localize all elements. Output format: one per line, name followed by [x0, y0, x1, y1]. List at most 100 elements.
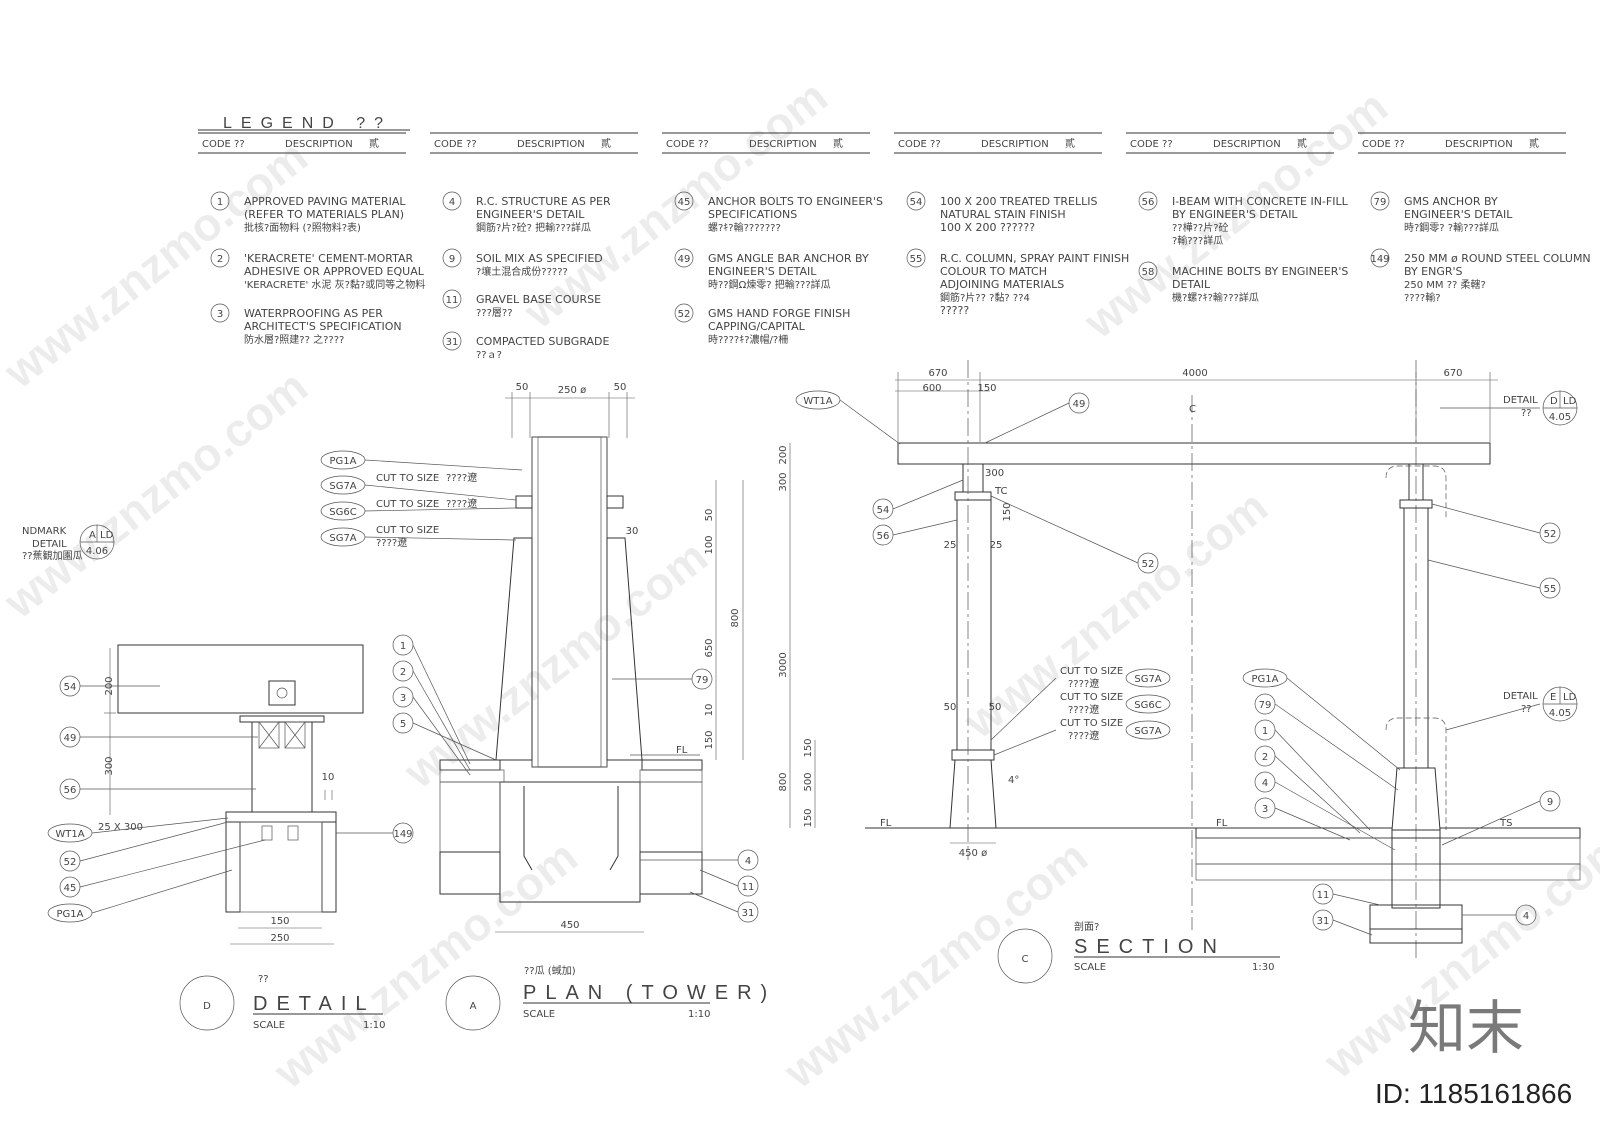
dim-label: 50	[516, 382, 529, 393]
dim-label: 3000	[778, 652, 789, 677]
image-id: ID: 1185161866	[1375, 1078, 1572, 1109]
callout-number: 49	[64, 733, 77, 744]
legend-description-line: 時??鋼Ω煉零? 把輸???詳瓜	[708, 278, 831, 291]
ref-code: LD	[1563, 396, 1577, 407]
legend-description-line: R.C. STRUCTURE AS PER	[476, 195, 611, 208]
legend-desc-suffix: 貳	[1529, 137, 1539, 150]
legend-description-line: 防水層?照建?? 之????	[244, 333, 344, 346]
scale-value: 1:10	[688, 1009, 710, 1020]
legend-code: 56	[1142, 197, 1155, 208]
callout-number: 31	[742, 908, 755, 919]
legend-code: 49	[678, 254, 691, 265]
callout-number: 3	[1262, 804, 1268, 815]
legend-code-circle	[210, 191, 230, 211]
dim-label: 150	[1002, 502, 1013, 521]
legend-description-line: ENGINEER'S DETAIL	[1404, 208, 1513, 221]
dim-label: 50	[989, 702, 1002, 713]
legend-desc-header: DESCRIPTION	[981, 139, 1049, 150]
finish-tag: WT1A	[55, 829, 84, 840]
dim-label: 10	[322, 772, 335, 783]
legend-description-line: GMS ANCHOR BY	[1404, 195, 1498, 208]
legend-description-line: ???層??	[476, 307, 513, 319]
legend-description-line: ENGINEER'S DETAIL	[476, 208, 585, 221]
view-letter: C	[1022, 954, 1029, 965]
dim-label: 500	[803, 772, 814, 791]
view-cn: ??瓜 (蜮加)	[524, 965, 576, 977]
dim-label: 50	[944, 702, 957, 713]
dim-label: 150	[977, 383, 996, 394]
scale-label: SCALE	[523, 1009, 555, 1020]
dim-label: 670	[1443, 368, 1462, 379]
legend-description-line: ??ａ?	[476, 350, 502, 361]
dim-label: 150	[803, 808, 814, 827]
callout-number: 9	[1547, 797, 1553, 808]
callout-number: 56	[64, 785, 77, 796]
scale-value: 1:10	[363, 1020, 385, 1031]
plan-a-drawing: FL 50 250 ø 50 800 50 100 650 10 150 30 …	[320, 382, 767, 1031]
dim-label: 300	[104, 756, 115, 775]
legend-code-header: CODE ??	[1130, 139, 1173, 150]
legend-description-line: CAPPING/CAPITAL	[708, 320, 806, 333]
finish-tag: SG7A	[329, 533, 356, 544]
callout-number: 79	[696, 675, 709, 686]
dim-label: 50	[704, 509, 715, 522]
cut-to-size: CUT TO SIZE	[376, 525, 439, 536]
view-letter: A	[470, 1001, 477, 1012]
legend-code: 54	[910, 197, 923, 208]
callout-number: 4	[1262, 778, 1268, 789]
detail-ref-label: DETAIL	[1503, 691, 1538, 702]
callout-number: 79	[1259, 700, 1272, 711]
legend-code-circle	[1370, 248, 1390, 268]
finish-tag: PG1A	[1252, 674, 1279, 685]
dim-label: 300	[985, 468, 1004, 479]
callout-number: 3	[400, 693, 406, 704]
legend-description-line: ADHESIVE OR APPROVED EQUAL	[244, 265, 425, 278]
legend-description-line: GRAVEL BASE COURSE	[476, 293, 601, 306]
legend-code: 149	[1370, 254, 1389, 265]
ref-letter: E	[1550, 692, 1556, 703]
detail-ref-cn: ??	[1521, 408, 1532, 419]
legend-code: 2	[217, 254, 223, 265]
legend-description-line: 時????ｷ?濃帽/?柵	[708, 333, 788, 346]
legend-code: 31	[446, 337, 459, 348]
legend-desc-header: DESCRIPTION	[749, 139, 817, 150]
callout-number: 2	[400, 667, 406, 678]
view-cn: ??	[258, 974, 269, 985]
landmark-ref-text: DETAIL	[32, 539, 67, 550]
legend-description-line: MACHINE BOLTS BY ENGINEER'S	[1172, 265, 1348, 278]
legend-description-line: DETAIL	[1172, 278, 1211, 291]
callout-number: 52	[1142, 559, 1155, 570]
legend-code: 55	[910, 254, 923, 265]
legend-desc-suffix: 貳	[1297, 137, 1307, 150]
detail-ref-e: DETAIL ?? E LD 4.05	[1445, 686, 1578, 731]
legend-description-line: COMPACTED SUBGRADE	[476, 335, 610, 348]
dim-label: 150	[270, 916, 289, 927]
level-label: FL	[880, 818, 892, 829]
legend-description-line: WATERPROOFING AS PER	[244, 307, 383, 320]
legend-description-line: 100 X 200 TREATED TRELLIS	[940, 195, 1097, 208]
detail-ref-d: DETAIL ?? D LD 4.05	[1440, 390, 1578, 426]
legend-code: 1	[217, 197, 223, 208]
legend-description-line: ANCHOR BOLTS TO ENGINEER'S	[708, 195, 883, 208]
landmark-ref-text: NDMARK	[22, 526, 67, 537]
legend-description-line: BY ENGR'S	[1404, 265, 1463, 278]
dim-label: 25	[990, 540, 1003, 551]
ref-letter: A	[89, 530, 96, 541]
dim-label: 670	[928, 368, 947, 379]
finish-tag: SG7A	[1134, 726, 1161, 737]
callout-number: 11	[1317, 890, 1330, 901]
legend-description-line: APPROVED PAVING MATERIAL	[244, 195, 406, 208]
legend-columns: CODE ?? DESCRIPTION 貳 1 APPROVED PAVING MATE…	[198, 132, 1591, 361]
ref-code: LD	[100, 530, 114, 541]
legend-description-line: SOIL MIX AS SPECIFIED	[476, 252, 603, 265]
legend-description-line: ????輸?	[1404, 291, 1441, 304]
callout-number: 52	[64, 857, 77, 868]
callout-number: 31	[1317, 916, 1330, 927]
legend-description-line: 批核?面物料 (?照物料?表)	[244, 221, 361, 234]
legend-code-circle	[442, 289, 462, 309]
legend-code-circle	[674, 303, 694, 323]
legend-code: 3	[217, 309, 223, 320]
legend-description-line: ENGINEER'S DETAIL	[708, 265, 817, 278]
view-cn: 剖面?	[1074, 920, 1099, 933]
